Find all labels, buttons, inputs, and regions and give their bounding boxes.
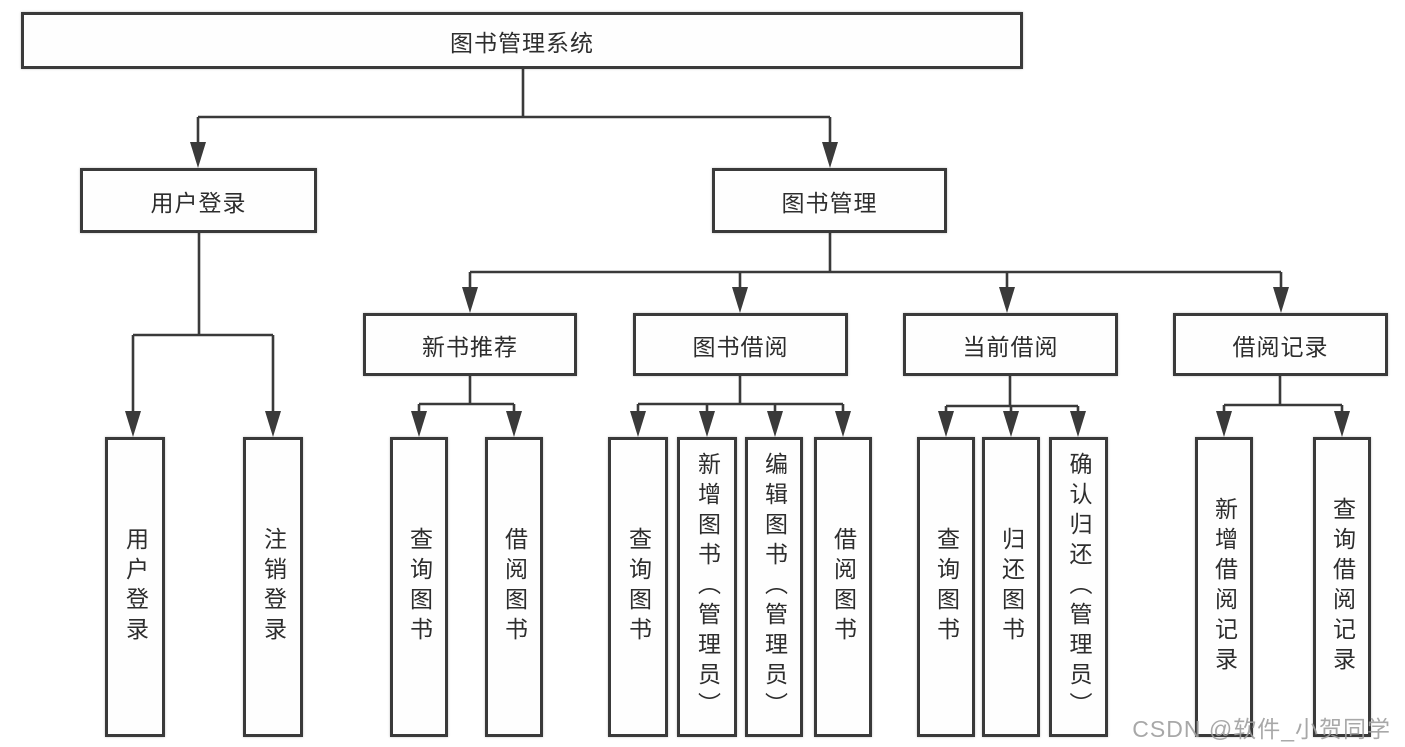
node-user-login-label: 用户登录 <box>150 189 247 216</box>
node-root: 图书管理系统 <box>21 12 1023 69</box>
leaf-borrow-query: 查询图书 <box>608 437 668 737</box>
arrowheads <box>125 142 1350 437</box>
leaf-logout: 注销登录 <box>243 437 303 737</box>
leaf-logout-label: 注销登录 <box>260 527 287 647</box>
leaf-borrow-edit-label: 编辑图书（管理员） <box>761 452 788 722</box>
node-book-borrow: 图书借阅 <box>633 313 848 376</box>
node-current-borrow-label: 当前借阅 <box>962 333 1059 360</box>
connector-bookborrow-to-leaves <box>636 376 845 415</box>
node-book-borrow-label: 图书借阅 <box>692 333 789 360</box>
leaf-borrow-add: 新增图书（管理员） <box>677 437 737 737</box>
node-new-book-rec-label: 新书推荐 <box>422 333 518 360</box>
leaf-record-query-label: 查询借阅记录 <box>1329 497 1356 677</box>
leaf-newbook-query-label: 查询图书 <box>406 527 433 647</box>
leaf-record-query: 查询借阅记录 <box>1313 437 1371 737</box>
leaf-user-login: 用户登录 <box>105 437 165 737</box>
connector-newbook-to-leaves <box>417 376 516 415</box>
leaf-borrow-query-label: 查询图书 <box>625 527 652 647</box>
leaf-record-add-label: 新增借阅记录 <box>1211 497 1238 677</box>
leaf-borrow-add-label: 新增图书（管理员） <box>694 452 721 722</box>
leaf-user-login-label: 用户登录 <box>122 527 149 647</box>
connector-borrowrecord-to-leaves <box>1222 376 1344 415</box>
node-user-login: 用户登录 <box>80 168 317 233</box>
node-root-label: 图书管理系统 <box>450 29 594 56</box>
leaf-borrow-borrow: 借阅图书 <box>814 437 872 737</box>
node-book-mgmt: 图书管理 <box>712 168 947 233</box>
connector-currentborrow-to-leaves <box>944 376 1080 415</box>
node-borrow-record-label: 借阅记录 <box>1232 333 1329 360</box>
leaf-record-add: 新增借阅记录 <box>1195 437 1253 737</box>
connector-userlogin-to-leaves <box>131 233 275 415</box>
node-borrow-record: 借阅记录 <box>1173 313 1388 376</box>
leaf-current-query-label: 查询图书 <box>933 527 960 647</box>
leaf-current-query: 查询图书 <box>917 437 975 737</box>
leaf-borrow-borrow-label: 借阅图书 <box>830 527 857 647</box>
leaf-newbook-borrow-label: 借阅图书 <box>501 527 528 647</box>
leaf-current-return-label: 归还图书 <box>998 527 1025 647</box>
connector-root-to-level2 <box>196 69 832 146</box>
leaf-current-confirm-label: 确认归还（管理员） <box>1066 452 1092 722</box>
leaf-newbook-borrow: 借阅图书 <box>485 437 543 737</box>
node-new-book-rec: 新书推荐 <box>363 313 577 376</box>
node-current-borrow: 当前借阅 <box>903 313 1118 376</box>
leaf-borrow-edit: 编辑图书（管理员） <box>745 437 803 737</box>
node-book-mgmt-label: 图书管理 <box>781 189 878 216</box>
connector-bookmgmt-to-level3 <box>468 233 1283 291</box>
leaf-current-return: 归还图书 <box>982 437 1040 737</box>
leaf-current-confirm: 确认归还（管理员） <box>1049 437 1108 737</box>
leaf-newbook-query: 查询图书 <box>390 437 448 737</box>
csdn-watermark: CSDN @软件_小贺同学 <box>1132 716 1391 742</box>
